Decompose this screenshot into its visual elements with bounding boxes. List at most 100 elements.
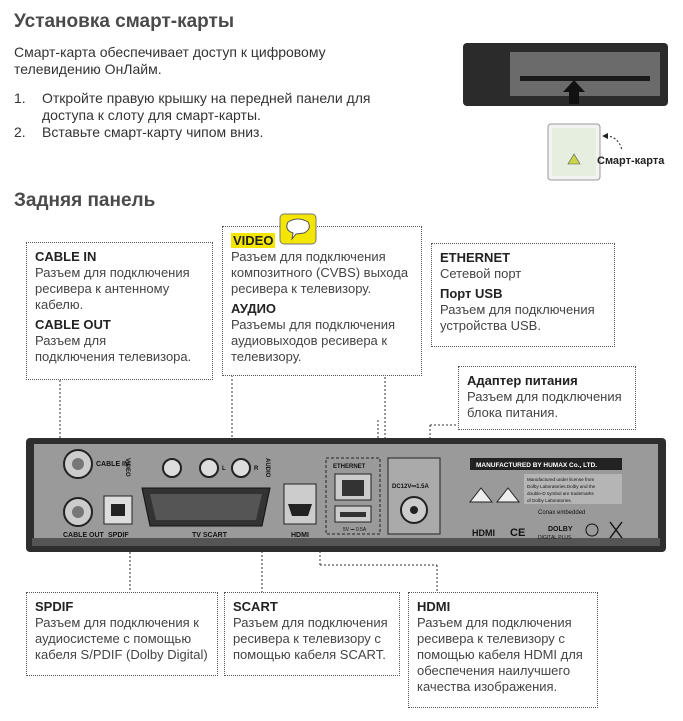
dolby-note-line4: of Dolby Laboratories. xyxy=(527,498,572,503)
manufacturer-band xyxy=(470,458,622,470)
step-number: 2. xyxy=(14,124,26,140)
step-number: 1. xyxy=(14,90,26,106)
callout-spdif-desc1: Разъем для подключения к xyxy=(35,615,199,630)
step-item: 2. Вставьте смарт-карту чипом вниз. xyxy=(14,124,370,141)
callout-hdmi-title: HDMI xyxy=(417,599,451,614)
spdif-panel-label: SPDIF xyxy=(108,532,129,539)
cable-in-panel-label: CABLE IN xyxy=(96,461,129,468)
card-slot-cover xyxy=(510,52,660,96)
callout-hdmi-desc2: ресивера к телевизору с xyxy=(417,631,565,646)
dolby-note-box xyxy=(524,474,622,504)
callout-usb-title: Порт USB xyxy=(440,286,503,301)
dc-panel-label: DC12V⎓1.5A xyxy=(392,484,429,490)
callout-spdif-desc3: кабеля S/PDIF (Dolby Digital) xyxy=(35,647,208,662)
smart-card-face xyxy=(552,128,596,176)
callout-power-title: Адаптер питания xyxy=(467,373,578,388)
callout-usb-desc1: Разъем для подключения xyxy=(440,302,595,317)
hdmi-logo: HDMI xyxy=(472,528,495,538)
callout-scart: SCART Разъем для подключения ресивера к … xyxy=(224,592,400,676)
cable-in-port-core xyxy=(72,458,84,470)
usb-rating-label: 5V ⎓ 0.5A xyxy=(343,527,367,533)
callout-scart-desc1: Разъем для подключения xyxy=(233,615,388,630)
ce-mark: CE xyxy=(510,527,525,539)
callout-spdif-title: SPDIF xyxy=(35,599,74,614)
cable-out-port-core xyxy=(72,506,84,518)
video-port xyxy=(162,458,182,478)
callout-audio-desc1: Разъемы для подключения xyxy=(231,317,396,332)
callout-video-desc3: ресивера к телевизору. xyxy=(231,281,372,296)
smartcard-intro-line1: Смарт-карта обеспечивает доступ к цифров… xyxy=(14,44,326,60)
callout-spdif: SPDIF Разъем для подключения к аудиосист… xyxy=(26,592,218,676)
speech-bubble-icon xyxy=(279,213,317,245)
shock-triangle-icon xyxy=(495,487,521,503)
step-item: 1. Откройте правую крышку на передней па… xyxy=(14,90,370,124)
power-port-pin xyxy=(410,506,418,514)
callout-cable-out-desc1: Разъем для xyxy=(35,333,107,348)
callout-video-desc2: композитного (CVBS) выхода xyxy=(231,265,409,280)
callout-cable-out-title: CABLE OUT xyxy=(35,317,111,332)
audio-l-port xyxy=(199,458,219,478)
card-pointer-arrow-icon xyxy=(602,133,608,139)
callout-cable: CABLE IN Разъем для подключения ресивера… xyxy=(26,242,213,380)
audio-r-label: R xyxy=(254,466,259,472)
ethernet-usb-group xyxy=(325,457,381,535)
callout-cable-in-desc3: кабелю. xyxy=(35,297,84,312)
callout-cable-in-desc1: Разъем для подключения xyxy=(35,265,190,280)
callout-ethernet-usb: ETHERNET Сетевой порт Порт USB Разъем дл… xyxy=(431,243,615,347)
step-text-line1: Вставьте смарт-карту чипом вниз. xyxy=(42,124,264,140)
hdmi-panel-label: HDMI xyxy=(291,532,309,539)
callout-video-title: VIDEO xyxy=(231,233,276,248)
audio-r-port xyxy=(231,458,251,478)
callout-usb-desc2: устройства USB. xyxy=(440,318,541,333)
callout-scart-title: SCART xyxy=(233,599,278,614)
smartcard-intro: Смарт-карта обеспечивает доступ к цифров… xyxy=(14,44,326,78)
callout-scart-desc2: ресивера к телевизору с xyxy=(233,631,381,646)
receiver-rear-panel: CABLE IN CABLE OUT SPDIF VIDEO L R AUDIO… xyxy=(26,438,666,552)
callout-power-desc1: Разъем для подключения xyxy=(467,389,622,404)
chip-warning-icon xyxy=(567,153,581,165)
video-panel-label: VIDEO xyxy=(124,458,130,477)
weee-bin-icon xyxy=(609,521,623,539)
callout-cable-out-desc2: подключения телевизора. xyxy=(35,349,192,364)
callout-audio-title: АУДИО xyxy=(231,301,277,316)
speech-bubble-shape xyxy=(286,218,310,241)
callout-hdmi-desc5: качества изображения. xyxy=(417,679,558,694)
insert-arrow-icon xyxy=(563,80,585,104)
callout-video-title-row: VIDEO xyxy=(231,233,413,249)
callout-video-desc1: Разъем для подключения xyxy=(231,249,386,264)
step-text-line2: доступа к слоту для смарт-карты. xyxy=(42,107,261,123)
digital-plus-label: DIGITAL PLUS xyxy=(538,535,572,541)
dolby-note-line3: double-D symbol are trademarks xyxy=(527,491,594,496)
dolby-note-line1: Manufactured under license from xyxy=(527,477,594,482)
smartcard-steps: 1. Откройте правую крышку на передней па… xyxy=(14,90,370,141)
callout-hdmi-desc4: обеспечения наилучшего xyxy=(417,663,571,678)
scart-panel-label: TV SCART xyxy=(192,532,228,539)
dolby-note-line2: Dolby Laboratories.Dolby and the xyxy=(527,484,596,489)
callout-spdif-desc2: аудиосистеме с помощью xyxy=(35,631,192,646)
smartcard-intro-line2: телевидению ОнЛайм. xyxy=(14,61,162,77)
spdif-port-opening xyxy=(111,504,125,516)
conax-label: Conax embedded xyxy=(538,510,585,516)
callout-power: Адаптер питания Разъем для подключения б… xyxy=(458,366,636,430)
recycle-icon xyxy=(585,523,599,537)
callout-scart-desc3: помощью кабеля SCART. xyxy=(233,647,386,662)
smartcard-illustration: Смарт-карта xyxy=(463,43,668,181)
warning-triangle-icon xyxy=(468,487,494,503)
callout-cable-in-title: CABLE IN xyxy=(35,249,97,264)
rear-panel-title: Задняя панель xyxy=(14,190,156,211)
step-text-line1: Откройте правую крышку на передней панел… xyxy=(42,90,371,106)
usb-port-opening xyxy=(340,512,366,517)
audio-l-label: L xyxy=(222,466,226,472)
smartcard-title: Установка смарт-карты xyxy=(14,11,235,32)
panel-bottom xyxy=(32,538,660,546)
callout-audio-desc2: аудиовыходов ресивера к xyxy=(231,333,388,348)
callout-hdmi-desc1: Разъем для подключения xyxy=(417,615,572,630)
audio-panel-label: AUDIO xyxy=(264,458,270,478)
ethernet-panel-label: ETHERNET xyxy=(333,464,366,470)
callout-cable-in-desc2: ресивера к антенному xyxy=(35,281,170,296)
card-slot xyxy=(520,76,650,81)
callout-power-desc2: блока питания. xyxy=(467,405,559,420)
smart-card-label: Смарт-карта xyxy=(597,155,665,167)
ethernet-port-opening xyxy=(342,480,364,496)
callout-audio-desc3: телевизору. xyxy=(231,349,302,364)
